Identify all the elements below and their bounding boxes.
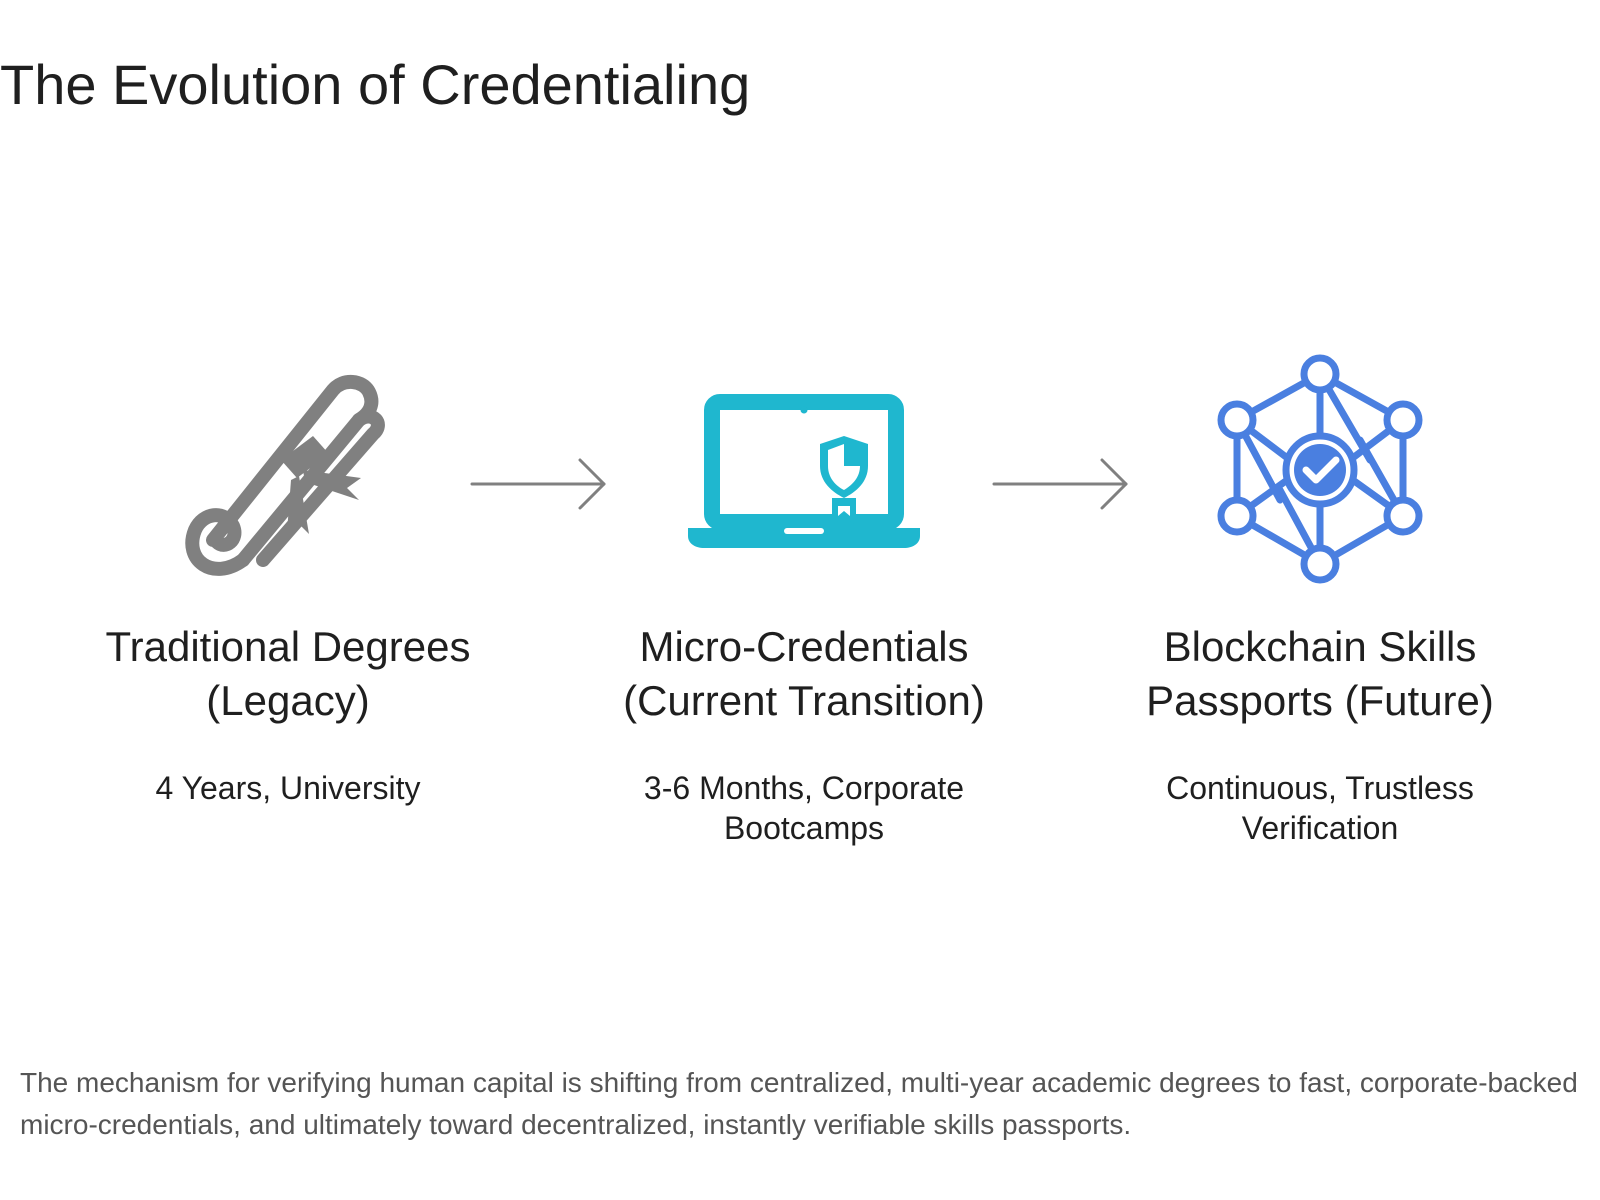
stage-subtitle-line2: Verification (1241, 810, 1399, 846)
stage-title-line2: (Current Transition) (623, 677, 985, 724)
blockchain-network-check-icon (1217, 354, 1423, 584)
stage-title-line1: Micro-Credentials (639, 623, 969, 670)
stage-subtitle-line1: Continuous, Trustless (1166, 770, 1474, 806)
page-title: The Evolution of Credentialing (0, 53, 751, 116)
credential-evolution-diagram: Traditional Degrees (Legacy) 4 Years, Un… (0, 340, 1600, 900)
arrow-right-icon (470, 458, 606, 510)
stage-micro-credentials: Micro-Credentials (Current Transition) 3… (594, 340, 1014, 848)
stage-title-line2: Passports (Future) (1146, 677, 1494, 724)
arrow-right-icon (992, 458, 1128, 510)
stage-title-line1: Traditional Degrees (105, 623, 471, 670)
diagram-caption: The mechanism for verifying human capita… (20, 1067, 1578, 1140)
stage-traditional-degrees: Traditional Degrees (Legacy) 4 Years, Un… (78, 340, 498, 808)
diploma-scroll-icon (185, 375, 385, 576)
stage-subtitle-line1: 3-6 Months, Corporate (643, 770, 965, 806)
stage-blockchain-skills-passports: Blockchain Skills Passports (Future) Con… (1110, 340, 1530, 848)
stage-title-line1: Blockchain Skills (1163, 623, 1477, 670)
stage-title-line2: (Legacy) (206, 677, 370, 724)
stage-subtitle-line1: 4 Years, University (155, 770, 421, 806)
stage-subtitle-line2: Bootcamps (723, 810, 885, 846)
laptop-shield-icon (688, 394, 920, 548)
